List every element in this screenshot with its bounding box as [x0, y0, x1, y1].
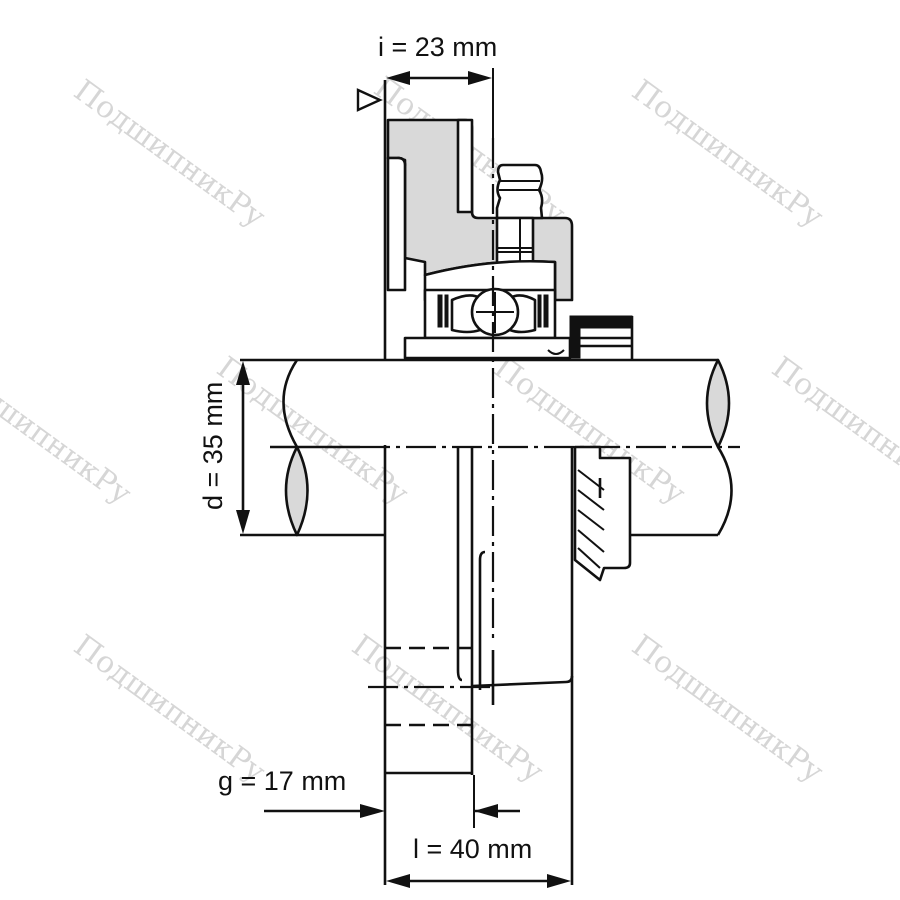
dimension-i: i = 23 mm: [356, 32, 497, 140]
watermark-text: ПодшипникРу: [625, 628, 830, 790]
watermark-text: ПодшипникРу: [0, 350, 138, 512]
housing-lower-view: [368, 447, 574, 885]
dimension-d-label: d = 35 mm: [198, 382, 228, 510]
dimension-g: g = 17 mm: [218, 766, 520, 828]
locking-collar: [569, 315, 634, 360]
dimension-d: d = 35 mm: [198, 361, 250, 534]
watermark-text: ПодшипникРу: [345, 628, 550, 790]
adapter-sleeve-hatch: [573, 445, 632, 582]
bearing-ball: [403, 259, 572, 360]
dimension-i-label: i = 23 mm: [378, 32, 497, 62]
watermark-text: ПодшипникРу: [765, 350, 900, 512]
dimension-l: l = 40 mm: [386, 834, 571, 888]
watermark-text: ПодшипникРу: [625, 73, 830, 235]
dimension-l-label: l = 40 mm: [413, 834, 532, 864]
watermark-text: ПодшипникРу: [67, 73, 272, 235]
shaft: [240, 358, 740, 537]
dimension-g-label: g = 17 mm: [218, 766, 346, 796]
